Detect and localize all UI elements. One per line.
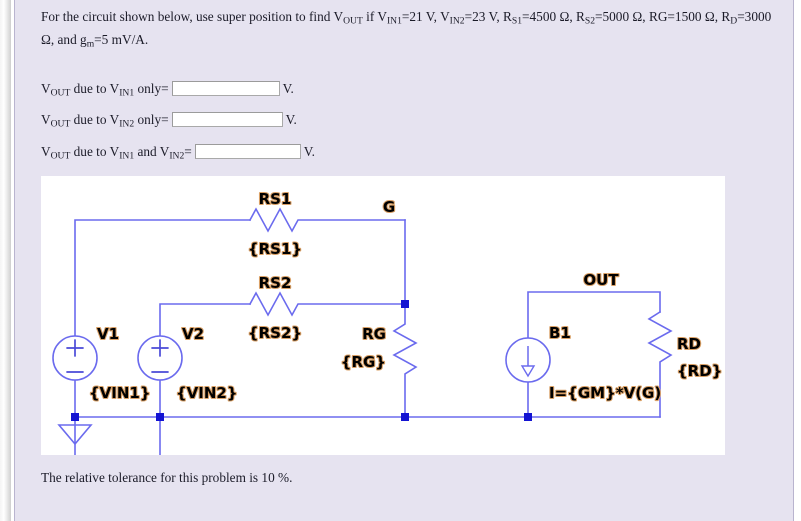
answer3-sub-in2: IN2: [169, 150, 185, 162]
junction-dot-v2-gnd: [156, 413, 164, 421]
voltage-source-v1: [52, 335, 98, 381]
answer3-label-c: and V: [134, 144, 170, 159]
wire-v1-to-rs1: [74, 219, 251, 337]
problem-text-2: if V: [362, 9, 387, 24]
junction-dot-v1-gnd: [71, 413, 79, 421]
problem-statement: For the circuit shown below, use super p…: [41, 8, 783, 53]
answer-row-vin1-only: VOUT due to VIN1 only= V.: [41, 81, 294, 101]
answer1-label-b: due to V: [70, 81, 120, 96]
answer1-label-c: only=: [134, 81, 169, 96]
answer2-sub-in2: IN2: [119, 118, 135, 130]
answer3-label-d: =: [184, 144, 192, 159]
junction-dots: [71, 300, 532, 421]
voltage-source-v2: [137, 335, 183, 381]
label-rd-name: RD: [677, 335, 701, 353]
left-scrollbar-gutter[interactable]: [0, 0, 11, 521]
problem-gm-value: =5 mV/A.: [94, 31, 149, 47]
answer2-label-a: V: [41, 112, 51, 127]
wire-v2-to-rs2: [159, 303, 251, 337]
v2-circle-mask: [138, 336, 182, 380]
junction-dot-b1-gnd: [524, 413, 532, 421]
answer3-label-a: V: [41, 144, 51, 159]
problem-rs2-value: =5000 Ω, RG=1500 Ω, R: [595, 9, 731, 24]
label-rs2-name: RS2: [259, 274, 292, 292]
label-v1-value: {VIN1}: [89, 384, 151, 402]
problem-sub-rs2: S2: [584, 15, 595, 27]
label-rs1-name: RS1: [259, 190, 292, 208]
label-node-out: OUT: [583, 271, 619, 289]
problem-text-1: For the circuit shown below, use super p…: [41, 9, 344, 24]
problem-sub-rd: D: [730, 15, 738, 27]
problem-sub-rs1: S1: [511, 15, 523, 27]
answer2-label-b: due to V: [70, 112, 120, 127]
answer1-sub-in1: IN1: [119, 87, 135, 99]
resistor-rs2-body: [248, 291, 406, 317]
ground-symbol: [57, 424, 93, 446]
resistor-rd-body: [647, 310, 673, 418]
junction-dot-node-g: [401, 300, 409, 308]
problem-sub-vin2: IN2: [449, 15, 465, 27]
answer1-unit: V.: [282, 81, 294, 96]
answer-input-vin1-only[interactable]: [171, 81, 280, 97]
problem-sub-gm: m: [86, 38, 95, 50]
answer1-label-a: V: [41, 81, 51, 96]
answer-row-vin1-and-vin2: VOUT due to VIN1 and VIN2= V.: [41, 144, 315, 164]
answer-row-vin2-only: VOUT due to VIN2 only= V.: [41, 112, 297, 132]
label-b1-expression: I={GM}*V(G): [549, 384, 661, 402]
label-rs2-value: {RS2}: [248, 324, 302, 342]
problem-sub-vin1: IN1: [386, 15, 402, 27]
label-v1-name: V1: [97, 325, 119, 343]
label-node-g: G: [383, 198, 395, 216]
label-b1-name: B1: [549, 324, 571, 342]
label-v2-value: {VIN2}: [176, 384, 238, 402]
answer3-sub-out: OUT: [50, 150, 71, 162]
answer-input-vin2-only[interactable]: [171, 112, 283, 128]
answer1-sub-out: OUT: [50, 87, 71, 99]
tolerance-note: The relative tolerance for this problem …: [41, 470, 293, 485]
problem-vin2-value: =23 V, R: [464, 9, 512, 24]
gutter-edge: [11, 0, 14, 521]
problem-rd-value: =3000 Ω, and g: [41, 9, 772, 47]
v1-circle-mask: [53, 336, 97, 380]
content-panel: For the circuit shown below, use super p…: [14, 0, 794, 521]
label-rs1-value: {RS1}: [248, 240, 302, 258]
answer3-sub-in1: IN1: [119, 150, 135, 162]
answer2-unit: V.: [285, 112, 297, 127]
junction-dot-rg-gnd: [401, 413, 409, 421]
label-rg-value: {RG}: [341, 353, 386, 371]
circuit-schematic: RS1 {RS1} RS2 {RS2} G OUT V1 {VIN1} V2 {…: [41, 176, 725, 455]
label-rg-name: RG: [362, 325, 386, 343]
right-padding: [795, 0, 801, 521]
label-rd-value: {RD}: [677, 362, 722, 380]
answer3-label-b: due to V: [70, 144, 120, 159]
problem-vin1-value: =21 V, V: [401, 9, 450, 24]
resistor-rs1-body: [248, 207, 406, 233]
answer-input-vin1-and-vin2[interactable]: [194, 144, 301, 160]
problem-rs1-value: =4500 Ω, R: [522, 9, 585, 24]
resistor-rg-body: [392, 303, 418, 418]
label-v2-name: V2: [182, 325, 204, 343]
answer2-sub-out: OUT: [50, 118, 71, 130]
current-source-b1: [505, 337, 551, 383]
problem-sub-vout: OUT: [343, 15, 363, 27]
answer3-unit: V.: [303, 144, 315, 159]
answer2-label-c: only=: [134, 112, 169, 127]
